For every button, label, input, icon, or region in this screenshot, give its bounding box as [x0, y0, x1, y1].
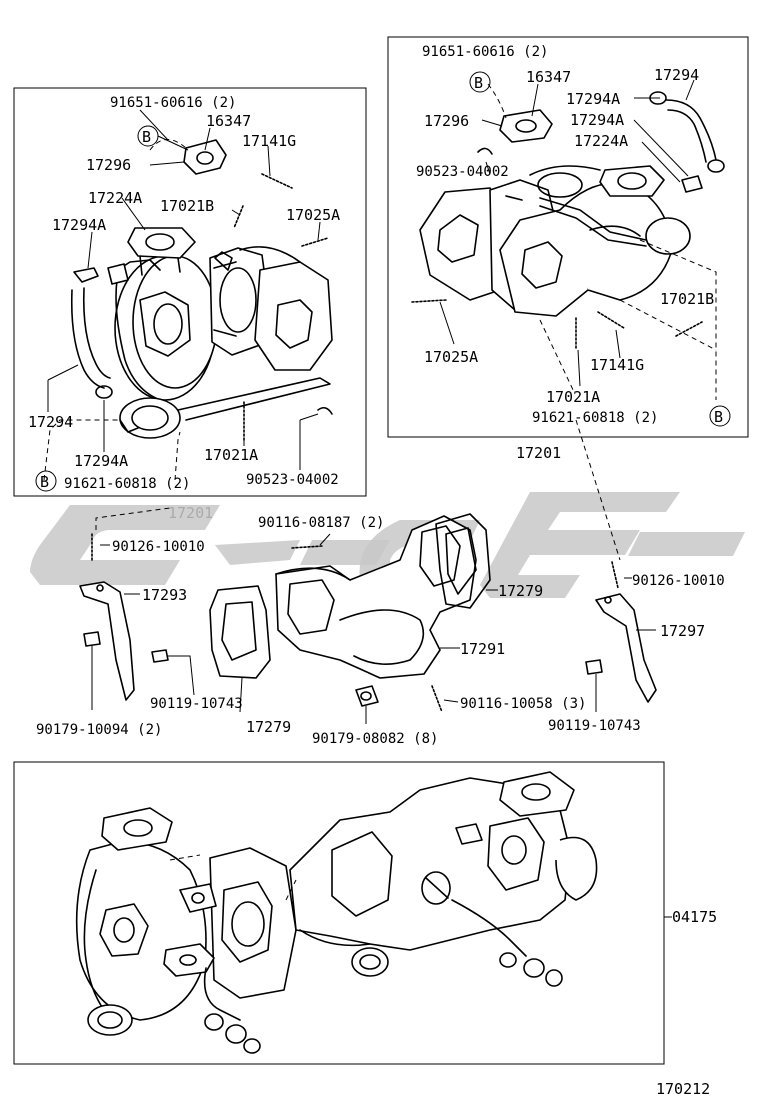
label-90119-10743-left: 90119-10743 [150, 696, 243, 712]
right-turbocharger [411, 91, 725, 351]
right-labels: 91651-60616 (2) B 16347 17294 17294A 172… [416, 44, 731, 427]
label-90126-10010-left: 90126-10010 [112, 539, 205, 555]
label-17025a-right: 17025A [424, 348, 478, 366]
label-90126-10010-right: 90126-10010 [632, 573, 725, 589]
ref-b-right-top: B [474, 74, 483, 92]
label-16347-left: 16347 [206, 112, 251, 130]
bottom-complete-assembly [75, 771, 598, 1054]
label-90523-04002-left: 90523-04002 [246, 472, 339, 488]
middle-parts [79, 513, 657, 713]
label-17297: 17297 [660, 622, 705, 640]
assembly-id-right: 17201 [516, 444, 561, 462]
ref-b-right-bottom: B [714, 408, 723, 426]
ref-b-left-bottom: B [40, 473, 49, 491]
label-17279-bottom: 17279 [246, 718, 291, 736]
label-04175: 04175 [672, 908, 717, 926]
label-17296-right: 17296 [424, 112, 469, 130]
label-91621-60818-right: 91621-60818 (2) [532, 410, 658, 426]
label-90179-08082: 90179-08082 (8) [312, 731, 438, 747]
label-17279-top: 17279 [498, 582, 543, 600]
label-91651-60616-left: 91651-60616 (2) [110, 95, 236, 111]
label-17294a-right-2: 17294A [570, 111, 624, 129]
label-17021a-left: 17021A [204, 446, 258, 464]
label-17021b-right: 17021B [660, 290, 714, 308]
label-17293: 17293 [142, 586, 187, 604]
label-17021b-left: 17021B [160, 197, 214, 215]
label-17224a-right: 17224A [574, 132, 628, 150]
middle-labels: 90116-08187 (2) 90126-10010 17279 17293 … [36, 515, 725, 747]
label-91651-60616-right: 91651-60616 (2) [422, 44, 548, 60]
label-17294a-left-top: 17294A [52, 216, 106, 234]
label-90523-04002-right: 90523-04002 [416, 164, 509, 180]
middle-leader-lines [91, 419, 656, 724]
label-17141g-left: 17141G [242, 132, 296, 150]
label-90119-10743-right: 90119-10743 [548, 718, 641, 734]
right-assembly-frame [387, 36, 749, 438]
left-turbocharger [70, 139, 333, 441]
diagram-id: 170212 [656, 1080, 710, 1098]
right-leader-lines [439, 79, 717, 400]
label-90116-08187: 90116-08187 (2) [258, 515, 384, 531]
label-17141g-right: 17141G [590, 356, 644, 374]
label-17294-right: 17294 [654, 66, 699, 84]
left-labels: 91651-60616 (2) B 16347 17141G 17296 172… [28, 95, 340, 492]
ref-b-left-top: B [142, 128, 151, 146]
label-17296-left: 17296 [86, 156, 131, 174]
ref-b-circle-right-top [469, 71, 491, 93]
label-90179-10094: 90179-10094 (2) [36, 722, 162, 738]
label-17025a-left: 17025A [286, 206, 340, 224]
label-17291: 17291 [460, 640, 505, 658]
label-16347-right: 16347 [526, 68, 571, 86]
label-17294a-right-1: 17294A [566, 90, 620, 108]
bottom-assembly-frame [13, 761, 665, 1065]
label-91621-60818-left: 91621-60818 (2) [64, 476, 190, 492]
ref-b-circle-left-bottom [35, 470, 57, 492]
ref-b-circle-left-top [137, 125, 159, 147]
label-17021a-right: 17021A [546, 388, 600, 406]
ref-b-circle-right-bottom [709, 405, 731, 427]
label-17294-left: 17294 [28, 413, 73, 431]
left-assembly-frame [13, 87, 367, 497]
label-90116-10058: 90116-10058 (3) [460, 696, 586, 712]
label-17294a-left-bottom: 17294A [74, 452, 128, 470]
label-17224a-left: 17224A [88, 189, 142, 207]
left-leader-lines [43, 109, 321, 481]
